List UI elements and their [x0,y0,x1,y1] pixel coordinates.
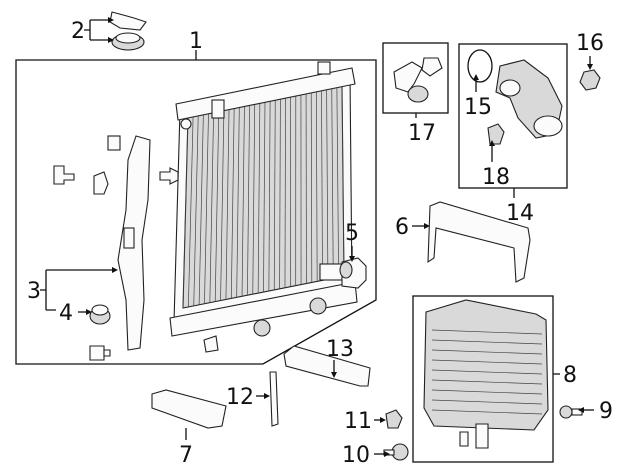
bolt-9 [559,405,583,419]
leader-lines [40,17,594,457]
side-seal [269,371,279,427]
fan-shroud [423,299,549,449]
callout-8: 8 [563,363,577,388]
callout-6: 6 [395,215,409,240]
thermostat-housing [467,49,563,145]
coolant-hose-fittings [393,57,443,103]
callout-15: 15 [464,95,492,120]
callout-18: 18 [482,165,510,190]
callout-16: 16 [576,31,604,56]
callout-5: 5 [345,221,359,246]
callout-labels: 1 2 3 4 5 6 7 8 9 10 11 12 13 14 15 16 1… [27,19,613,468]
callout-3: 3 [27,279,41,304]
callout-17: 17 [408,121,436,146]
upper-seal [283,345,371,387]
callout-11: 11 [344,409,372,434]
callout-9: 9 [599,399,613,424]
air-baffle [427,201,531,283]
lower-deflector [151,389,227,429]
mount-insulators [109,11,147,51]
radiator [169,61,358,337]
clip-11 [385,409,403,429]
callout-14: 14 [506,201,534,226]
callout-7: 7 [179,443,193,468]
callout-13: 13 [326,337,354,362]
fan-shroud-group-box [412,295,554,463]
push-pin-10 [383,443,409,461]
side-bracket [107,135,151,351]
small-fasteners [53,165,327,361]
radiator-group-box [15,59,377,365]
drain-cock [339,257,367,289]
callout-12: 12 [226,385,254,410]
thermostat-group-box [458,43,568,189]
callout-10: 10 [342,443,370,468]
nut-16 [579,69,601,91]
callout-2: 2 [71,19,85,44]
callout-1: 1 [189,29,203,54]
callout-4: 4 [59,301,73,326]
